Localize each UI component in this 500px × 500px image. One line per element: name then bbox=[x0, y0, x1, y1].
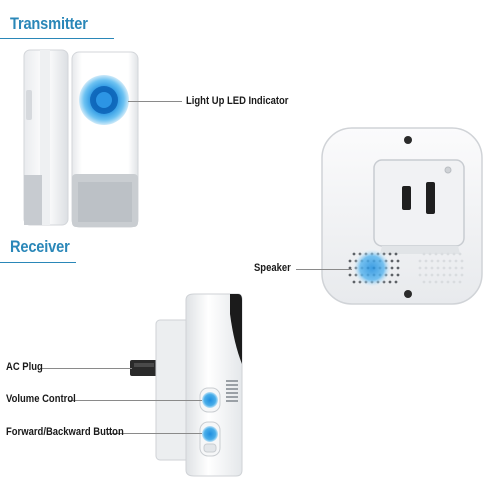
receiver-heading: Receiver bbox=[10, 237, 70, 256]
volume-control-leader-line bbox=[68, 400, 202, 401]
ac-plug-label: AC Plug bbox=[6, 361, 43, 373]
speaker-label: Speaker bbox=[254, 262, 291, 274]
forward-backward-leader-line bbox=[108, 433, 202, 434]
receiver-side-view bbox=[130, 293, 243, 477]
forward-backward-button-label: Forward/Backward Button bbox=[6, 426, 124, 438]
volume-control-label: Volume Control bbox=[6, 393, 76, 405]
receiver-front-view bbox=[321, 127, 483, 305]
led-indicator-leader-line bbox=[128, 101, 182, 102]
transmitter-heading-underline bbox=[0, 38, 114, 39]
transmitter-side-view bbox=[23, 49, 69, 226]
ac-plug-leader-line bbox=[40, 368, 132, 369]
transmitter-led-indicator-icon bbox=[79, 75, 129, 125]
receiver-heading-underline bbox=[0, 262, 76, 263]
speaker-leader-line bbox=[296, 269, 352, 270]
led-indicator-label: Light Up LED Indicator bbox=[186, 95, 289, 107]
transmitter-heading: Transmitter bbox=[10, 14, 88, 33]
